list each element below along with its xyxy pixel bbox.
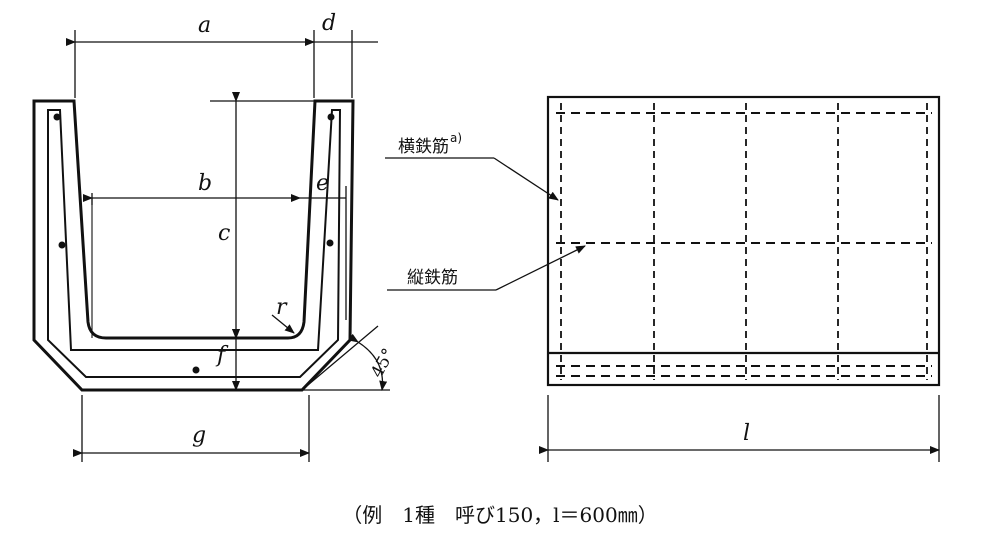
- leader-arrow: [493, 157, 559, 201]
- rebar-dot: [58, 241, 66, 249]
- dim-label-r: r: [276, 295, 288, 320]
- dim-label-c: c: [218, 221, 230, 246]
- angle-extension-line: [301, 325, 379, 391]
- dim-label-e: e: [316, 171, 329, 196]
- dim-label-b: b: [198, 171, 212, 196]
- dim-label-d: d: [322, 11, 336, 36]
- dim-label-g: g: [192, 423, 206, 448]
- plan-view: 横鉄筋 a) 縦鉄筋 l: [385, 95, 941, 462]
- rebar-dot: [326, 239, 334, 247]
- angle-label: 45°: [367, 345, 399, 381]
- transverse-bar-note: a): [450, 131, 462, 145]
- rebar-dot: [192, 366, 200, 374]
- dim-label-a: a: [198, 13, 211, 38]
- leader-arrow: [495, 245, 586, 291]
- plan-outline: [546, 95, 941, 387]
- rebar-dot: [327, 113, 335, 121]
- channel-outer-outline: [32, 99, 355, 392]
- longitudinal-bar-label: 縦鉄筋: [407, 268, 458, 288]
- figure-caption: （例 1種 呼び150，l＝600㎜）: [342, 503, 657, 527]
- dim-label-f: f: [215, 343, 229, 368]
- dim-label-l: l: [743, 421, 750, 446]
- radius-leader: [271, 314, 295, 334]
- rebar-dot: [53, 113, 61, 121]
- transverse-bar-label: 横鉄筋: [398, 137, 449, 157]
- angle-arc: [348, 333, 388, 391]
- reinforcement-bar-line: [47, 109, 342, 378]
- cross-section: a d b e c f r 45° g: [32, 11, 399, 462]
